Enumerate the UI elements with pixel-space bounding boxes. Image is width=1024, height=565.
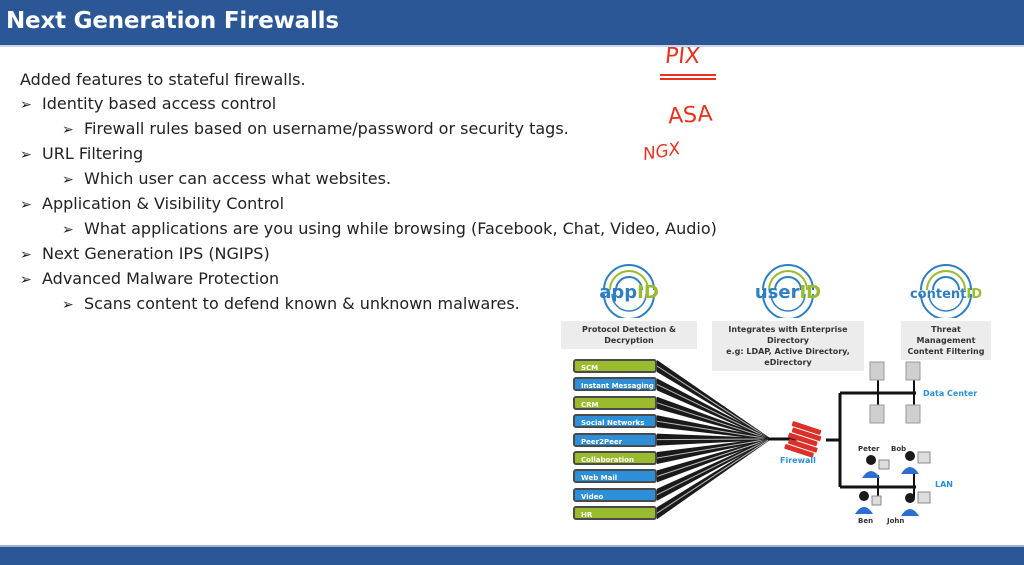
bullet-list: ➢ Identity based access control ➢ Firewall …: [20, 92, 717, 317]
bullet-item: ➢ Application & Visibility Control: [20, 192, 717, 217]
traffic-beam: [657, 438, 770, 520]
caption-line: Protocol Detection & Decryption: [582, 325, 676, 345]
logo-contentid: contentID: [901, 262, 991, 318]
slide-footer: [0, 545, 1024, 565]
app-box-instant-messaging: Instant Messaging: [573, 377, 657, 392]
traffic-beam: [657, 438, 770, 483]
bullet-item: ➢ Identity based access control: [20, 92, 717, 117]
intro-text: Added features to stateful firewalls.: [20, 70, 306, 89]
sub-bullet-text: Which user can access what websites.: [84, 169, 392, 188]
traffic-beam-highlight: [656, 438, 771, 459]
app-box-crm: CRM: [573, 395, 657, 410]
server-icon: [905, 361, 921, 381]
firewall-label: Firewall: [780, 456, 816, 465]
traffic-beam-highlight: [656, 438, 771, 441]
user-icon-ben: [855, 491, 882, 514]
bullet-item: ➢ URL Filtering: [20, 142, 717, 167]
user-label-john: John: [887, 517, 905, 525]
arrow-bullet-icon: ➢: [62, 172, 74, 188]
user-label-peter: Peter: [858, 445, 880, 453]
caption-line: Threat Management: [916, 325, 976, 345]
bullet-text: URL Filtering: [42, 144, 144, 163]
bullet-item: ➢ Advanced Malware Protection: [20, 267, 717, 292]
app-box-peer2peer: Peer2Peer: [573, 432, 657, 447]
user-icon-peter: [862, 455, 890, 478]
arrow-bullet-icon: ➢: [20, 147, 32, 163]
traffic-beam: [657, 438, 770, 464]
app-box-web-mail: Web Mail: [573, 469, 657, 484]
bullet-text: Identity based access control: [42, 94, 277, 113]
handwritten-underline: [660, 74, 716, 76]
app-box-social-networks: Social Networks: [573, 414, 657, 429]
caption-line: Integrates with Enterprise Directory: [728, 325, 848, 345]
traffic-beam: [657, 415, 770, 440]
arrow-bullet-icon: ➢: [62, 222, 74, 238]
sub-bullet-text: What applications are you using while br…: [84, 219, 717, 238]
arrow-bullet-icon: ➢: [20, 197, 32, 213]
server-icon: [869, 404, 885, 424]
firewall-icon: [784, 421, 822, 458]
traffic-fan: [656, 360, 771, 520]
sub-bullet-text: Firewall rules based on username/passwor…: [84, 119, 569, 138]
signal-rings-icon: contentID: [910, 264, 982, 318]
svg-text:userID: userID: [755, 282, 821, 303]
caption-line: e.g: LDAP, Active Directory, eDirectory: [726, 347, 850, 367]
arrow-bullet-icon: ➢: [20, 97, 32, 113]
arrow-bullet-icon: ➢: [62, 122, 74, 138]
data-center-label: Data Center: [923, 389, 978, 398]
traffic-beam: [657, 433, 770, 446]
traffic-beam-highlight: [656, 420, 771, 440]
slide-title: Next Generation Firewalls: [6, 8, 339, 34]
user-label-ben: Ben: [858, 517, 874, 525]
svg-text:appID: appID: [599, 282, 659, 303]
logo-appid: appID: [584, 262, 674, 318]
logo-caption: Protocol Detection & Decryption: [561, 321, 697, 349]
signal-rings-icon: appID: [599, 264, 659, 318]
sub-bullet-item: ➢ What applications are you using while b…: [20, 217, 717, 242]
traffic-beam-highlight: [656, 438, 771, 514]
user-icon-bob: [901, 451, 931, 474]
arrow-bullet-icon: ➢: [20, 247, 32, 263]
caption-line: Content Filtering: [907, 347, 985, 356]
user-icon-john: [901, 491, 931, 516]
user-label-bob: Bob: [891, 445, 907, 453]
server-icon: [905, 404, 921, 424]
traffic-beam-highlight: [656, 365, 771, 440]
traffic-beam-highlight: [656, 383, 771, 440]
sub-bullet-text: Scans content to defend known & unknown …: [84, 294, 520, 313]
traffic-beam: [657, 396, 770, 440]
lan-label: LAN: [935, 480, 953, 489]
sub-bullet-item: ➢ Firewall rules based on username/passwo…: [20, 117, 717, 142]
slide-header: Next Generation Firewalls: [0, 0, 1024, 47]
traffic-beam-highlight: [656, 402, 771, 440]
handwritten-underline: [660, 78, 716, 80]
app-box-collaboration: Collaboration: [573, 451, 657, 465]
slide-body: Added features to stateful firewalls. ➢ I…: [20, 68, 717, 317]
svg-text:contentID: contentID: [910, 287, 982, 302]
bullet-text: Advanced Malware Protection: [42, 269, 280, 288]
bullet-item: ➢ Next Generation IPS (NGIPS): [20, 242, 717, 267]
traffic-beam-highlight: [656, 438, 771, 496]
arrow-bullet-icon: ➢: [20, 272, 32, 288]
signal-rings-icon: userID: [755, 264, 821, 318]
traffic-beam: [657, 438, 770, 501]
logo-userid: userID: [743, 262, 833, 318]
app-box-video: Video: [573, 487, 657, 502]
arrow-bullet-icon: ➢: [62, 297, 74, 313]
app-box-scm: SCM: [573, 359, 657, 373]
handwritten-pix: PIX: [663, 44, 702, 69]
bullet-text: Application & Visibility Control: [42, 194, 285, 213]
bullet-text: Next Generation IPS (NGIPS): [42, 244, 270, 263]
server-icon: [869, 361, 885, 381]
handwritten-asa: ASA: [667, 101, 714, 130]
traffic-beam: [657, 360, 770, 440]
sub-bullet-item: ➢ Scans content to defend known & unknown…: [20, 292, 717, 317]
sub-bullet-item: ➢ Which user can access what websites.: [20, 167, 717, 192]
traffic-beam-highlight: [656, 438, 771, 477]
traffic-beam: [657, 378, 770, 440]
app-box-hr: HR: [573, 506, 657, 521]
